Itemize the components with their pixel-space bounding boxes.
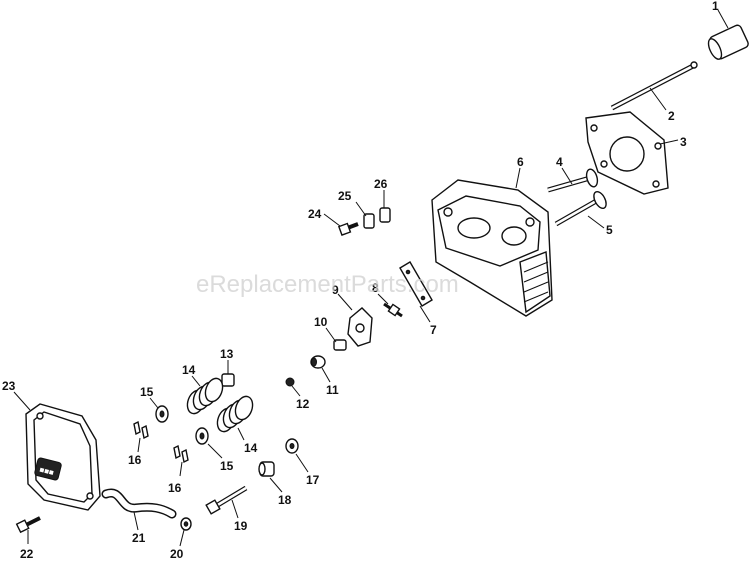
callout-16-lower: 16	[168, 481, 182, 495]
part-16-keepers-upper	[133, 420, 149, 440]
callout-20: 20	[170, 547, 184, 561]
callout-12: 12	[296, 397, 310, 411]
part-3-head-gasket	[585, 111, 669, 195]
part-13-cap	[221, 373, 235, 387]
callout-1: 1	[712, 0, 719, 13]
part-7-plate	[399, 261, 433, 307]
part-17-washer	[285, 438, 299, 454]
part-20-nut	[180, 517, 192, 531]
callout-3: 3	[680, 135, 687, 149]
part-21-breather-hose	[101, 488, 177, 519]
callout-16-upper: 16	[128, 453, 142, 467]
callout-17: 17	[306, 473, 320, 487]
callout-25: 25	[338, 189, 352, 203]
callout-14-lower: 14	[244, 441, 258, 455]
part-8-stud	[383, 302, 403, 318]
callout-2: 2	[668, 109, 675, 123]
watermark: eReplacementParts.com	[196, 271, 459, 298]
callout-19: 19	[234, 519, 248, 533]
part-26-fitting	[379, 207, 391, 223]
callout-15-lower: 15	[220, 459, 234, 473]
part-11-adjuster	[310, 355, 326, 369]
part-16-keepers-lower	[173, 444, 189, 464]
callout-13: 13	[220, 347, 234, 361]
callout-23: 23	[2, 379, 16, 393]
callout-10: 10	[314, 315, 328, 329]
callout-9: 9	[332, 283, 339, 297]
part-14-valve-spring-lower	[216, 395, 254, 433]
part-19-bolt	[205, 485, 248, 515]
part-12-nut	[285, 377, 295, 387]
callout-26: 26	[374, 177, 388, 191]
callout-7: 7	[430, 323, 437, 337]
callout-18: 18	[278, 493, 292, 507]
callout-21: 21	[132, 531, 146, 545]
part-10-pivot	[333, 339, 347, 351]
svg-text:■■■: ■■■	[39, 465, 55, 477]
part-1-sleeve	[707, 24, 749, 60]
callout-4: 4	[556, 155, 563, 169]
part-4-valve	[547, 168, 599, 193]
callout-22: 22	[20, 547, 34, 561]
callout-15-upper: 15	[140, 385, 154, 399]
callout-24: 24	[308, 207, 322, 221]
part-22-screw	[15, 516, 41, 534]
callout-14-upper: 14	[182, 363, 196, 377]
part-9-rocker-arm	[347, 307, 373, 347]
part-24-screw	[337, 222, 359, 236]
callout-11: 11	[326, 383, 339, 397]
callout-8: 8	[372, 281, 379, 295]
callout-6: 6	[517, 155, 524, 169]
part-5-valve	[554, 191, 607, 227]
part-15-washer-lower	[195, 427, 209, 445]
part-23-valve-cover: ■■■	[25, 403, 101, 511]
part-18-spacer	[258, 461, 275, 477]
part-25-fitting	[363, 213, 375, 229]
part-2-push-rod	[610, 61, 698, 111]
part-6-cylinder-head	[431, 179, 553, 317]
part-14-valve-spring-upper	[186, 377, 224, 415]
part-15-washer-upper	[155, 405, 169, 423]
callout-5: 5	[606, 223, 613, 237]
